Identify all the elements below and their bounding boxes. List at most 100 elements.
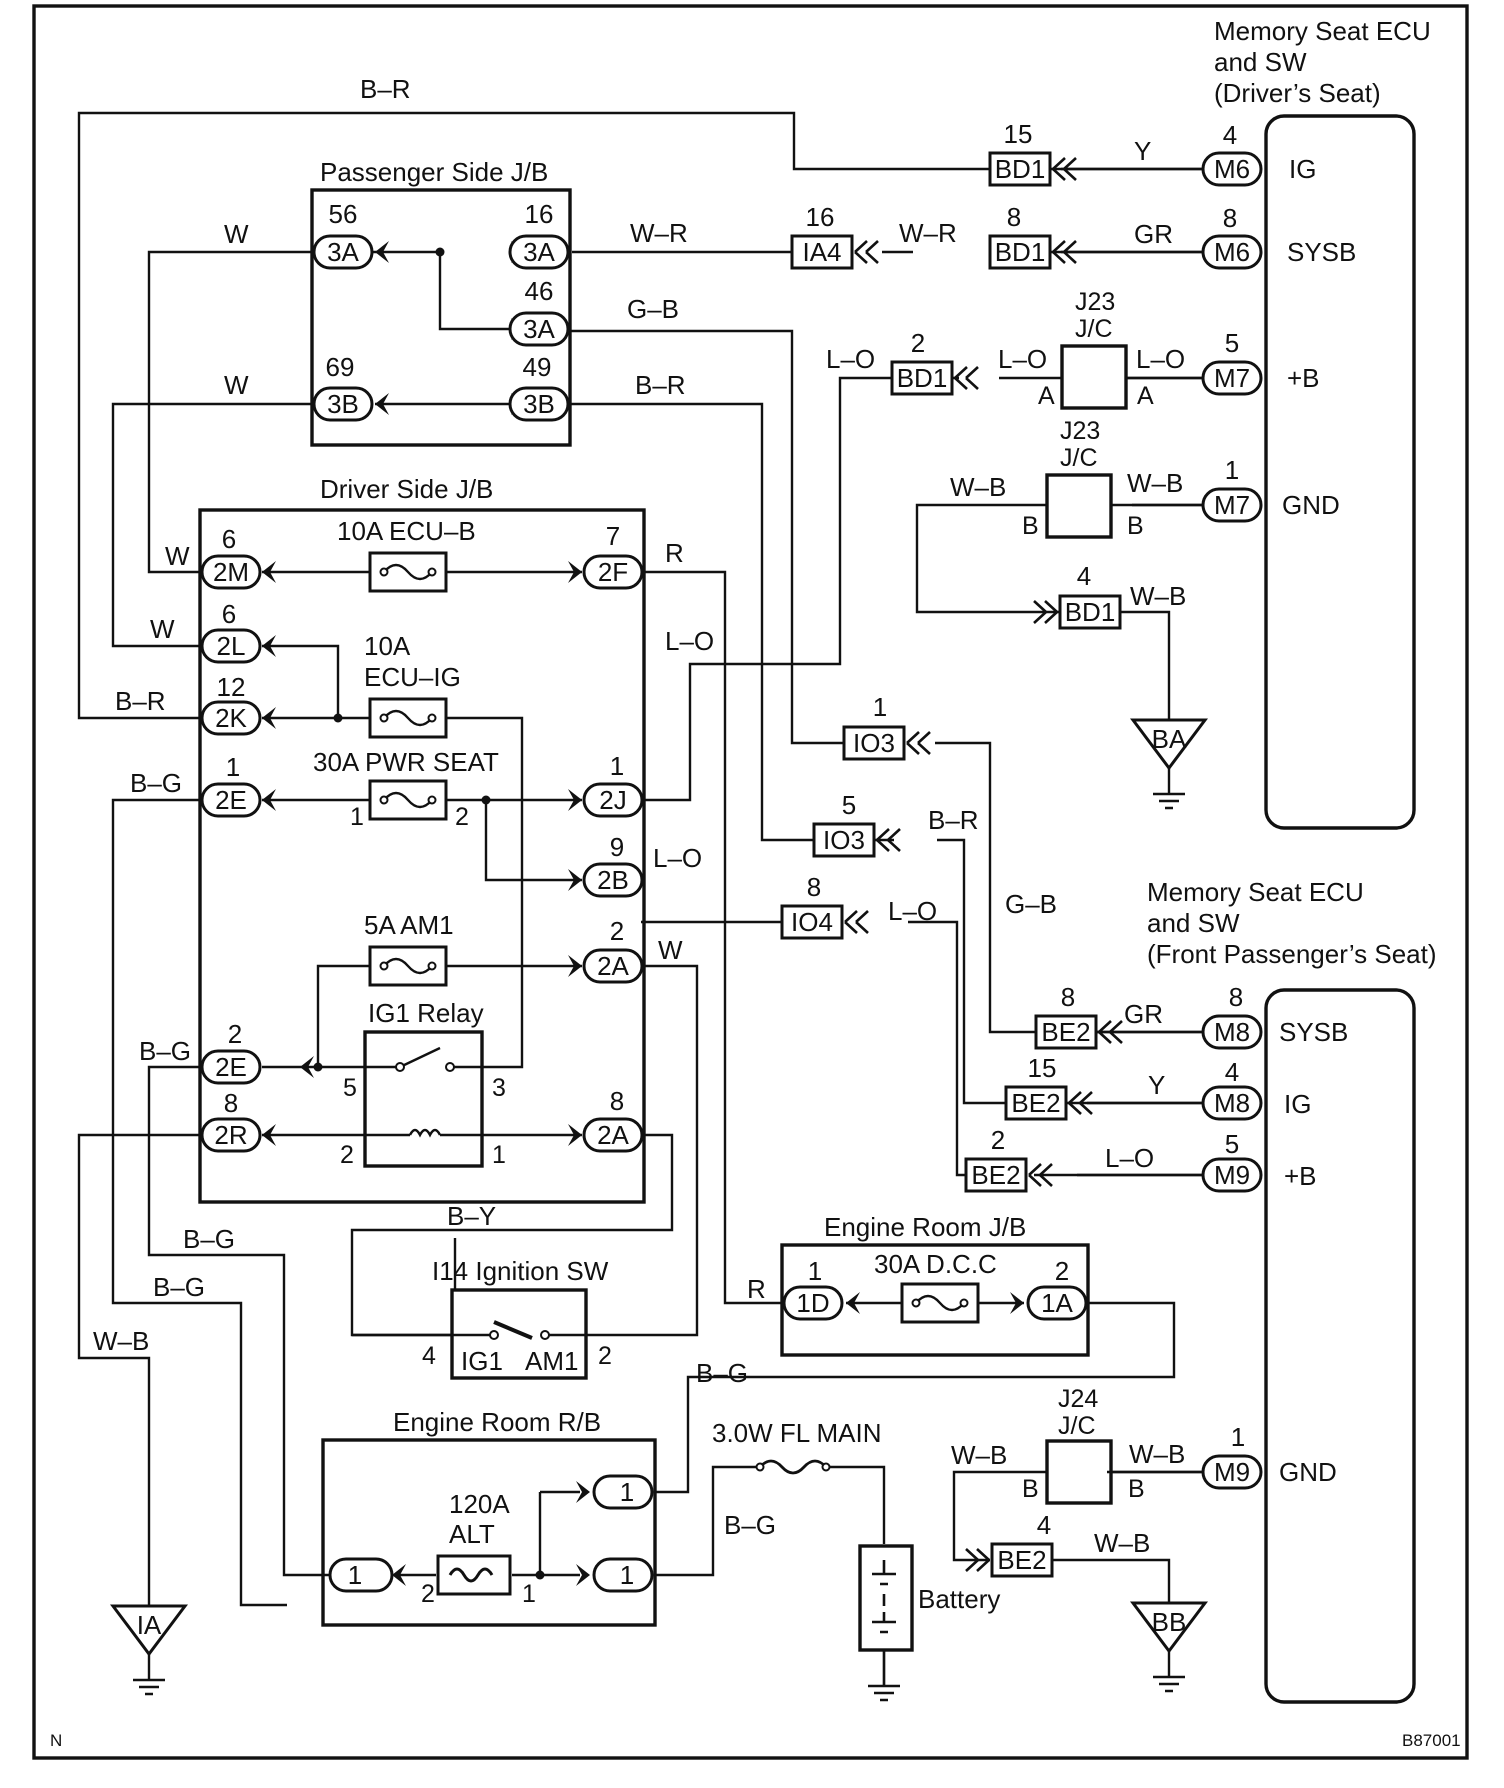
svg-text:3B: 3B xyxy=(327,389,359,419)
svg-text:1: 1 xyxy=(1231,1422,1245,1452)
svg-text:M6: M6 xyxy=(1214,154,1250,184)
svg-text:SYSB: SYSB xyxy=(1279,1017,1348,1047)
ecu-driver-pin-m7-1: M71 xyxy=(1201,455,1263,523)
djb-terminal-2m: 2M6 xyxy=(200,524,262,590)
svg-text:W–B: W–B xyxy=(93,1326,149,1356)
svg-text:1: 1 xyxy=(620,1560,634,1590)
svg-text:and SW: and SW xyxy=(1214,47,1307,77)
svg-text:2: 2 xyxy=(1055,1256,1069,1286)
svg-text:B–G: B–G xyxy=(130,768,182,798)
svg-text:L–O: L–O xyxy=(888,896,937,926)
svg-text:49: 49 xyxy=(523,352,552,382)
fuse-ecu-ig-label-2: ECU–IG xyxy=(364,662,461,692)
svg-text:Memory Seat ECU: Memory Seat ECU xyxy=(1214,16,1431,46)
svg-text:+B: +B xyxy=(1284,1161,1317,1191)
svg-text:4: 4 xyxy=(1223,120,1237,150)
svg-text:5: 5 xyxy=(1225,1129,1239,1159)
djb-terminal-2b: 2B9 xyxy=(582,832,644,898)
svg-text:2M: 2M xyxy=(213,557,249,587)
svg-text:2B: 2B xyxy=(597,865,629,895)
svg-text:W: W xyxy=(658,935,683,965)
svg-text:B–R: B–R xyxy=(635,370,686,400)
ecu-passenger-pin-m9-1: M91 xyxy=(1201,1422,1263,1490)
svg-text:B: B xyxy=(1127,512,1144,540)
svg-text:30A D.C.C: 30A D.C.C xyxy=(874,1249,997,1279)
svg-text:3.0W FL MAIN: 3.0W FL MAIN xyxy=(712,1418,882,1448)
svg-text:IA: IA xyxy=(137,1610,162,1640)
svg-text:1: 1 xyxy=(620,1477,634,1507)
svg-text:L–O: L–O xyxy=(1136,344,1185,374)
djb-terminal-2a-8: 2A8 xyxy=(582,1086,644,1153)
svg-text:8: 8 xyxy=(610,1086,624,1116)
svg-text:2E: 2E xyxy=(215,785,247,815)
svg-text:8: 8 xyxy=(1229,982,1243,1012)
svg-text:BA: BA xyxy=(1152,724,1187,754)
svg-text:BD1: BD1 xyxy=(995,154,1046,184)
svg-text:R: R xyxy=(747,1274,766,1304)
svg-text:2: 2 xyxy=(455,803,469,831)
svg-text:AM1: AM1 xyxy=(525,1346,578,1376)
svg-text:W: W xyxy=(224,370,249,400)
svg-text:IO3: IO3 xyxy=(853,728,895,758)
djb-terminal-2f: 2F7 xyxy=(582,521,644,590)
ground-ia: IA xyxy=(111,1604,187,1696)
svg-text:46: 46 xyxy=(525,276,554,306)
svg-text:B–G: B–G xyxy=(139,1036,191,1066)
svg-text:B: B xyxy=(1022,512,1039,540)
svg-text:M9: M9 xyxy=(1214,1457,1250,1487)
svg-text:BE2: BE2 xyxy=(997,1545,1046,1575)
fuse-pwr-seat-icon xyxy=(368,779,448,821)
corner-label-right: B87001 xyxy=(1402,1731,1461,1750)
svg-text:1A: 1A xyxy=(1041,1288,1073,1318)
svg-text:M7: M7 xyxy=(1214,490,1250,520)
svg-text:L–O: L–O xyxy=(826,344,875,374)
svg-text:W–B: W–B xyxy=(1129,1439,1185,1469)
svg-text:BD1: BD1 xyxy=(995,237,1046,267)
ig1-relay: IG1 Relay 5 3 2 1 xyxy=(340,998,506,1169)
svg-text:L–O: L–O xyxy=(665,626,714,656)
ecu-driver-pin-m7-5: M75 xyxy=(1201,328,1263,396)
battery: Battery xyxy=(858,1544,1000,1702)
corner-label-left: N xyxy=(50,1731,62,1750)
djb-terminal-2a-2: 2A2 xyxy=(582,916,644,984)
svg-text:J/C: J/C xyxy=(1058,1412,1096,1440)
ground-bb: BB xyxy=(1131,1601,1207,1693)
svg-text:B: B xyxy=(1128,1475,1145,1503)
svg-text:1D: 1D xyxy=(796,1288,829,1318)
svg-text:M6: M6 xyxy=(1214,237,1250,267)
driver-jb-title: Driver Side J/B xyxy=(320,474,493,504)
svg-text:16: 16 xyxy=(806,202,835,232)
svg-text:W: W xyxy=(165,541,190,571)
svg-text:2: 2 xyxy=(991,1125,1005,1155)
engine-room-jb: Engine Room J/B 30A D.C.C 1D1 1A2 xyxy=(780,1212,1090,1357)
svg-text:9: 9 xyxy=(610,832,624,862)
svg-text:4: 4 xyxy=(1225,1057,1239,1087)
svg-text:6: 6 xyxy=(222,524,236,554)
fuse-ecu-b-label: 10A ECU–B xyxy=(337,516,476,546)
svg-text:8: 8 xyxy=(1007,202,1021,232)
svg-text:W–R: W–R xyxy=(630,218,688,248)
svg-text:(Driver’s Seat): (Driver’s Seat) xyxy=(1214,78,1381,108)
ejb-terminal-1d: 1D1 xyxy=(782,1256,844,1321)
battery-label: Battery xyxy=(918,1584,1000,1614)
fuse-ecu-ig-icon xyxy=(368,697,448,739)
svg-text:IA4: IA4 xyxy=(802,237,841,267)
svg-text:Y: Y xyxy=(1148,1070,1165,1100)
svg-text:69: 69 xyxy=(326,352,355,382)
djb-terminal-2r: 2R8 xyxy=(200,1088,262,1153)
svg-text:J24: J24 xyxy=(1058,1385,1098,1413)
svg-text:8: 8 xyxy=(224,1088,238,1118)
engine-jb-title: Engine Room J/B xyxy=(824,1212,1026,1242)
svg-text:W–B: W–B xyxy=(1094,1528,1150,1558)
svg-text:+B: +B xyxy=(1287,363,1320,393)
